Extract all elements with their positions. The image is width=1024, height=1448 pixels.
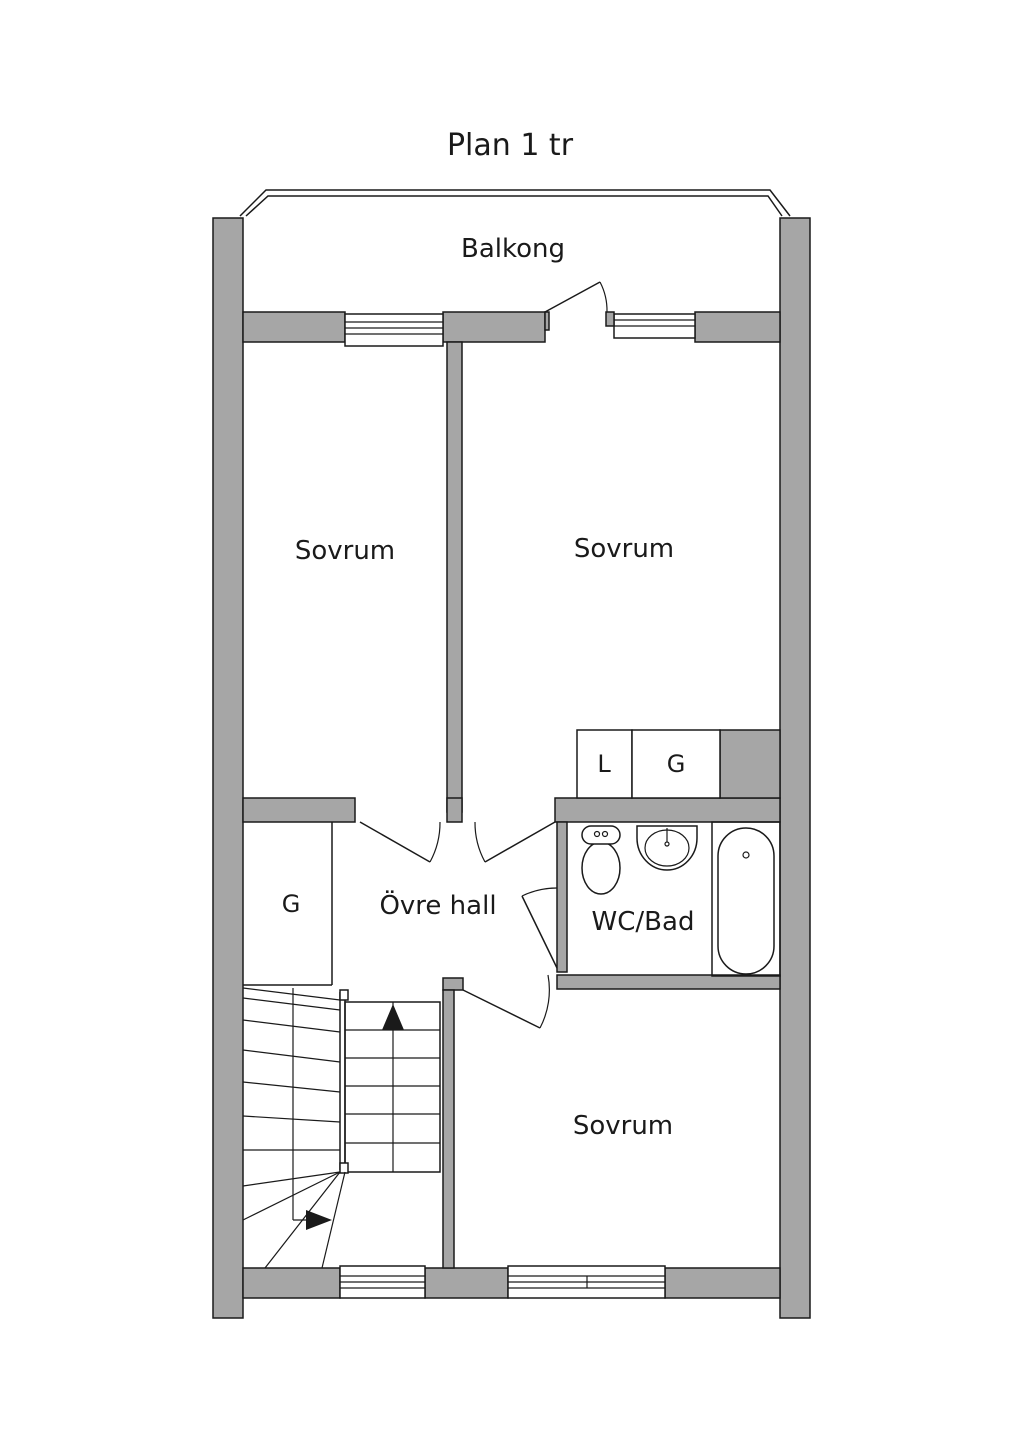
staircase — [242, 987, 441, 1269]
bedroom-left-label: Sovrum — [295, 536, 395, 566]
closet-g-left-label: G — [282, 890, 301, 918]
balcony-label: Balkong — [461, 234, 565, 264]
stair-arrow-up-icon — [382, 1004, 404, 1030]
bedroom-bottom-label: Sovrum — [573, 1111, 673, 1141]
closet-g-top-label: G — [667, 750, 686, 778]
sink-icon — [636, 825, 698, 871]
outer-walls — [212, 217, 811, 1319]
window-top-left — [344, 313, 444, 347]
bedroom-right-label: Sovrum — [574, 534, 674, 564]
closet-l-label: L — [597, 750, 611, 778]
window-bottom-right — [507, 1265, 666, 1299]
door-bedroom-left — [359, 821, 441, 863]
interior-walls — [242, 341, 781, 1269]
toilet-icon — [581, 825, 621, 895]
window-bottom-left — [339, 1265, 426, 1299]
bathtub-icon — [711, 821, 781, 977]
balcony-railing — [239, 189, 791, 217]
door-bathroom — [521, 887, 558, 969]
closet-left — [243, 822, 333, 986]
balcony-door — [544, 281, 615, 331]
window-top-right — [613, 313, 696, 339]
stair-arrow-right-icon — [306, 1210, 332, 1230]
door-bedroom-bottom — [462, 974, 550, 1029]
bathroom-label: WC/Bad — [592, 907, 695, 937]
closets-top — [576, 729, 721, 799]
plan-title: Plan 1 tr — [447, 128, 574, 163]
hall-label: Övre hall — [379, 889, 496, 921]
door-bedroom-right — [474, 821, 556, 863]
